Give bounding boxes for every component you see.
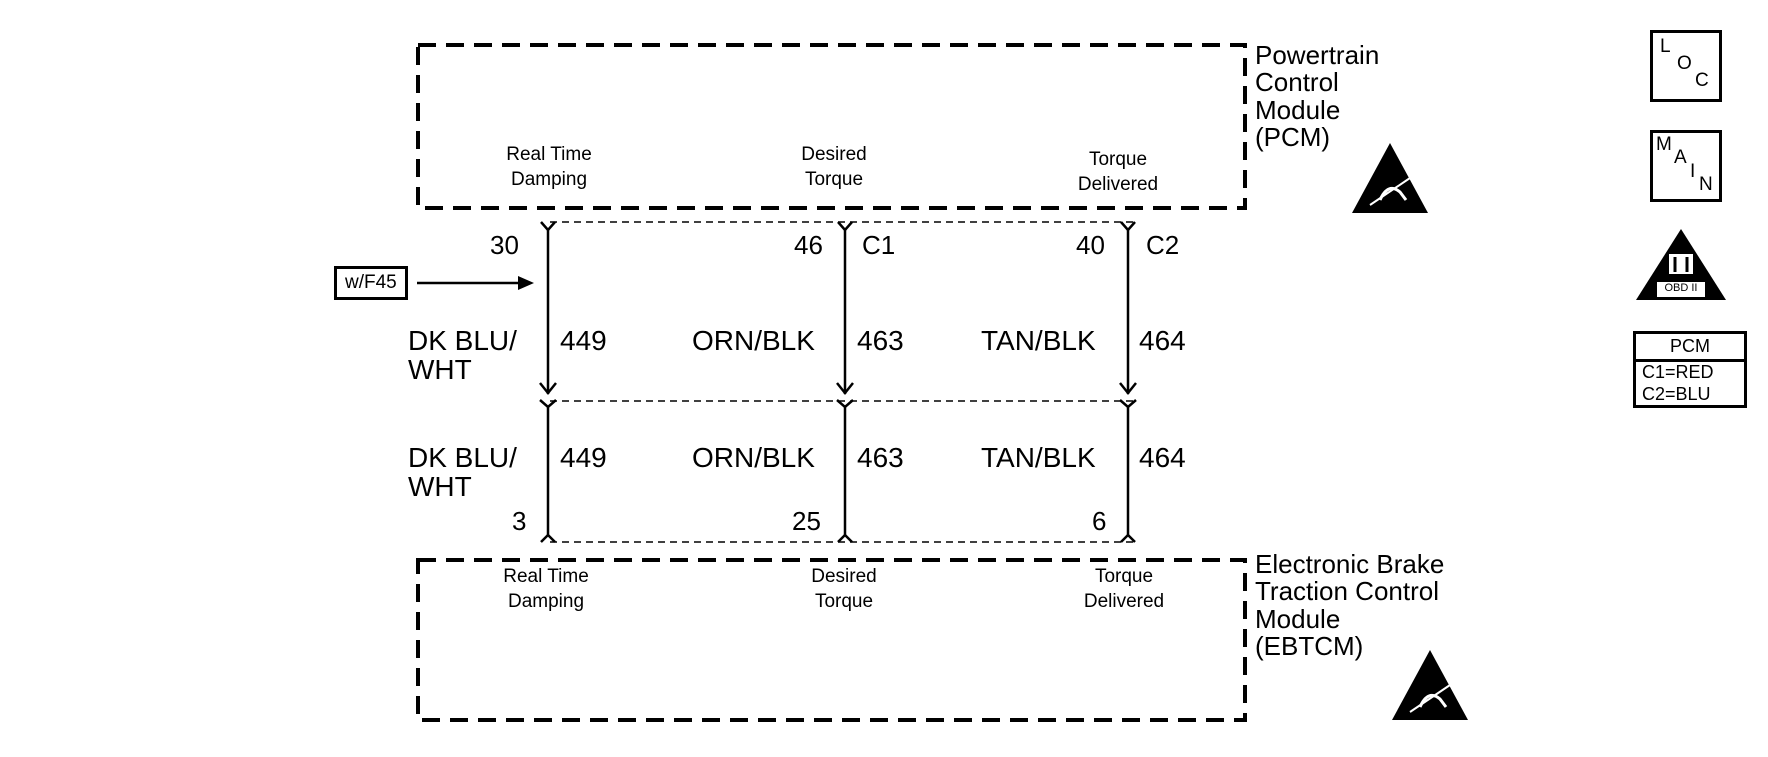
pcm-signal-real-time-damping: Real Time Damping	[506, 144, 592, 190]
ebtcm-signal-real-time-damping: Real Time Damping	[503, 566, 589, 612]
wire-color-upper-449: DK BLU/ WHT	[408, 325, 517, 386]
pcm-pin-30: 30	[490, 230, 519, 260]
circuit-upper-449: 449	[560, 325, 607, 356]
pcm-module-box	[416, 43, 1247, 210]
option-tag-f45: w/F45	[334, 266, 408, 300]
loc-icon[interactable]: L O C	[1650, 30, 1722, 102]
pcm-pin-40: 40	[1076, 230, 1105, 260]
obd-ii-icon	[1636, 229, 1726, 300]
circuit-upper-464: 464	[1139, 325, 1186, 356]
ebtcm-signal-torque-delivered: Torque Delivered	[1083, 566, 1165, 612]
pcm-connector-legend: PCM C1=RED C2=BLU	[1633, 331, 1747, 409]
main-icon-letter-n: N	[1699, 174, 1713, 195]
ebtcm-module-box	[416, 558, 1247, 722]
pcm-legend-title: PCM	[1636, 334, 1744, 362]
ebtcm-module-name: Electronic Brake Traction Control Module…	[1255, 549, 1445, 661]
pcm-legend-row-c1: C1=RED	[1642, 362, 1714, 382]
ebtcm-pin-3: 3	[512, 506, 527, 536]
wire-449	[539, 221, 557, 543]
wire-color-lower-449: DK BLU/ WHT	[408, 442, 517, 503]
circuit-lower-463: 463	[857, 442, 904, 473]
connector-c2: C2	[1146, 230, 1180, 260]
main-icon-letter-i: I	[1690, 161, 1696, 182]
main-icon[interactable]: M A I N	[1650, 130, 1722, 202]
option-arrow-head	[518, 276, 534, 290]
pcm-pin-46: 46	[794, 230, 823, 260]
esd-warning-icon-ebtcm	[1392, 650, 1468, 720]
pcm-signal-desired-torque: Desired Torque	[801, 144, 867, 190]
wire-color-lower-463: ORN/BLK	[692, 442, 815, 473]
wire-color-upper-464: TAN/BLK	[981, 325, 1096, 356]
loc-icon-letter-c: C	[1695, 70, 1709, 91]
pcm-legend-row-c2: C2=BLU	[1642, 383, 1711, 404]
circuit-lower-449: 449	[560, 442, 607, 473]
wire-463	[836, 221, 854, 543]
circuit-upper-463: 463	[857, 325, 904, 356]
main-icon-letter-m: M	[1656, 134, 1672, 155]
wire-color-upper-463: ORN/BLK	[692, 325, 815, 356]
circuit-lower-464: 464	[1139, 442, 1186, 473]
main-icon-letter-a: A	[1674, 147, 1687, 168]
loc-icon-letter-l: L	[1660, 36, 1671, 57]
loc-icon-letter-o: O	[1677, 53, 1692, 74]
ebtcm-pin-25: 25	[792, 506, 821, 536]
wire-color-lower-464: TAN/BLK	[981, 442, 1096, 473]
obd-ii-badge-label: OBD II	[1664, 282, 1698, 294]
ebtcm-signal-desired-torque: Desired Torque	[811, 566, 877, 612]
connector-c1: C1	[862, 230, 896, 260]
esd-warning-icon-pcm	[1352, 143, 1428, 213]
ebtcm-pin-6: 6	[1092, 506, 1107, 536]
wire-464	[1119, 221, 1137, 543]
pcm-module-name: Powertrain Control Module (PCM)	[1255, 40, 1380, 152]
pcm-signal-torque-delivered: Torque Delivered	[1077, 149, 1159, 195]
